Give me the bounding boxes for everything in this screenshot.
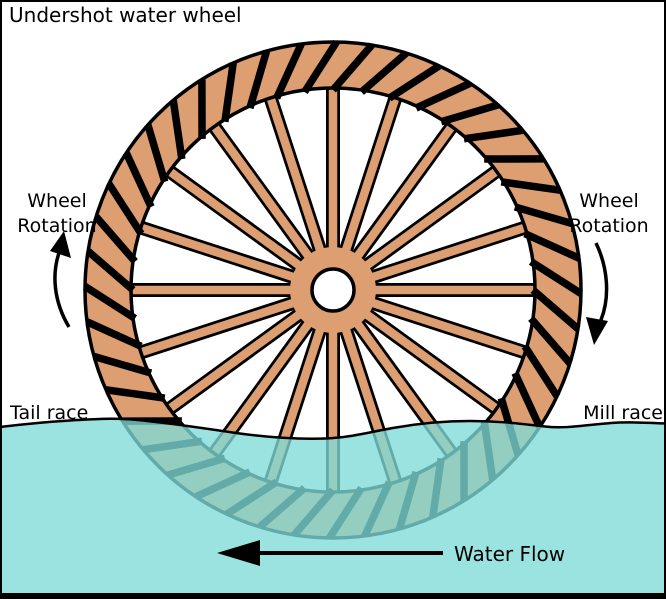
bottom-border bbox=[2, 593, 664, 597]
left-arrowhead-icon bbox=[217, 540, 260, 566]
right-rotation-arrow bbox=[586, 242, 609, 345]
diagram-title: Undershot water wheel bbox=[9, 3, 242, 27]
wheel-rotation-label-left-2: Rotation bbox=[17, 215, 96, 237]
water-surface-line bbox=[2, 417, 664, 440]
tail-race-label: Tail race bbox=[9, 402, 88, 424]
up-arrowhead-icon bbox=[50, 231, 71, 258]
wheel-rotation-label-left: Wheel bbox=[27, 190, 87, 212]
left-rotation-arrow bbox=[50, 231, 71, 328]
water-flow-arrow bbox=[217, 540, 443, 566]
water-wheel bbox=[83, 40, 583, 540]
water bbox=[2, 418, 664, 597]
mill-race-label: Mill race bbox=[583, 402, 663, 424]
wheel-rotation-label-right-2: Rotation bbox=[569, 215, 648, 237]
down-arrowhead-icon bbox=[586, 317, 608, 345]
wheel-rotation-label-right: Wheel bbox=[579, 190, 639, 212]
water-flow-label: Water Flow bbox=[454, 542, 565, 566]
